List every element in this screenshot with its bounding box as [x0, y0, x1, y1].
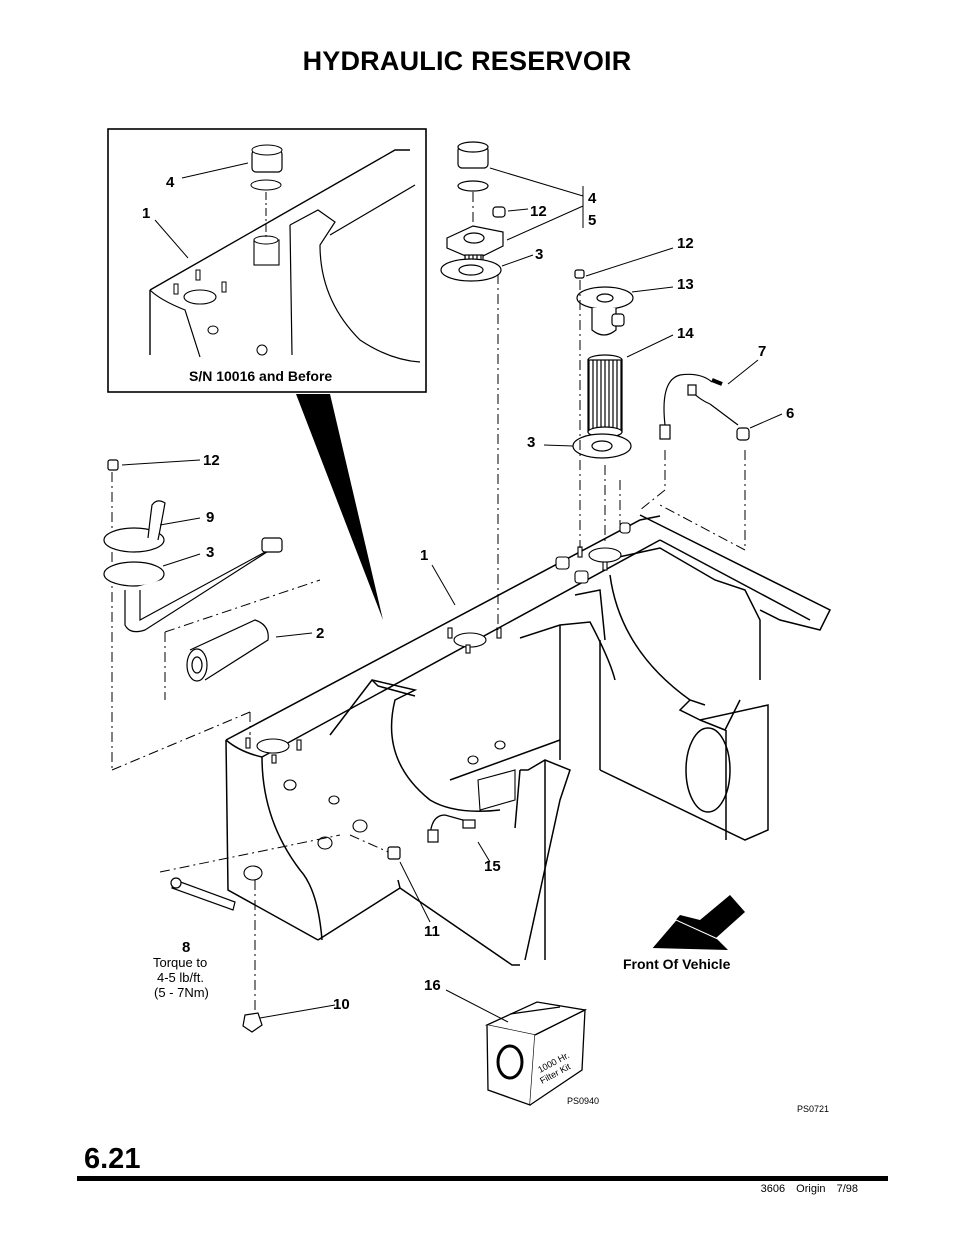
reservoir-tank: [225, 514, 832, 966]
callout-12-a: 12: [530, 203, 547, 220]
callout-13: 13: [677, 276, 694, 293]
footer-date: 7/98: [836, 1183, 858, 1195]
callout-10: 10: [333, 996, 350, 1013]
leader-lines: [121, 167, 783, 1023]
callout-12-c: 12: [203, 452, 220, 469]
torque-note-line1: Torque to: [153, 955, 207, 970]
center-lines: [111, 192, 746, 1010]
page-number: 6.21: [84, 1143, 141, 1175]
inset-view: 4 1 S/N 10016 and Before: [107, 128, 427, 393]
callout-3-b: 3: [527, 434, 535, 451]
inset-callout-1: 1: [142, 205, 150, 222]
front-direction-arrow: [652, 895, 745, 950]
strainer: [186, 619, 269, 682]
callout-9: 9: [206, 509, 214, 526]
filter-assembly: [440, 141, 634, 459]
page-title: HYDRAULIC RESERVOIR: [302, 46, 632, 76]
callout-16: 16: [424, 977, 441, 994]
temp-sensor-harness: [659, 373, 750, 441]
sensor-15: [427, 814, 476, 843]
callout-4: 4: [588, 190, 597, 207]
callout-6: 6: [786, 405, 794, 422]
callout-3-a: 3: [535, 246, 543, 263]
inset-callout-4: 4: [166, 174, 175, 191]
inset-caption: S/N 10016 and Before: [189, 368, 332, 384]
callout-3-c: 3: [206, 544, 214, 561]
callout-1: 1: [420, 547, 428, 564]
footer-rule: [77, 1176, 888, 1181]
torque-note-line2: 4-5 lb/ft.: [157, 970, 204, 985]
callout-14: 14: [677, 325, 694, 342]
suction-tube-assembly: [103, 459, 283, 633]
tank-hardware: [243, 522, 631, 881]
kit-code: PS0940: [567, 1096, 599, 1106]
footer-model: Origin: [796, 1183, 826, 1195]
hardware-parts: [170, 846, 401, 1033]
footer: 3606 Origin 7/98: [753, 1183, 858, 1195]
callout-15: 15: [484, 858, 501, 875]
figure-code: PS0721: [797, 1104, 829, 1114]
front-of-vehicle-label: Front Of Vehicle: [623, 956, 731, 972]
filter-kit-box: [484, 1001, 588, 1106]
footer-doc-number: 3606: [760, 1183, 786, 1195]
callout-2: 2: [316, 625, 324, 642]
torque-note-line3: (5 - 7Nm): [154, 985, 209, 1000]
callout-8: 8: [182, 939, 190, 956]
callout-7: 7: [758, 343, 766, 360]
callout-12-b: 12: [677, 235, 694, 252]
callout-11: 11: [424, 923, 440, 940]
callout-5: 5: [588, 212, 596, 229]
inset-pointer: [296, 394, 383, 620]
